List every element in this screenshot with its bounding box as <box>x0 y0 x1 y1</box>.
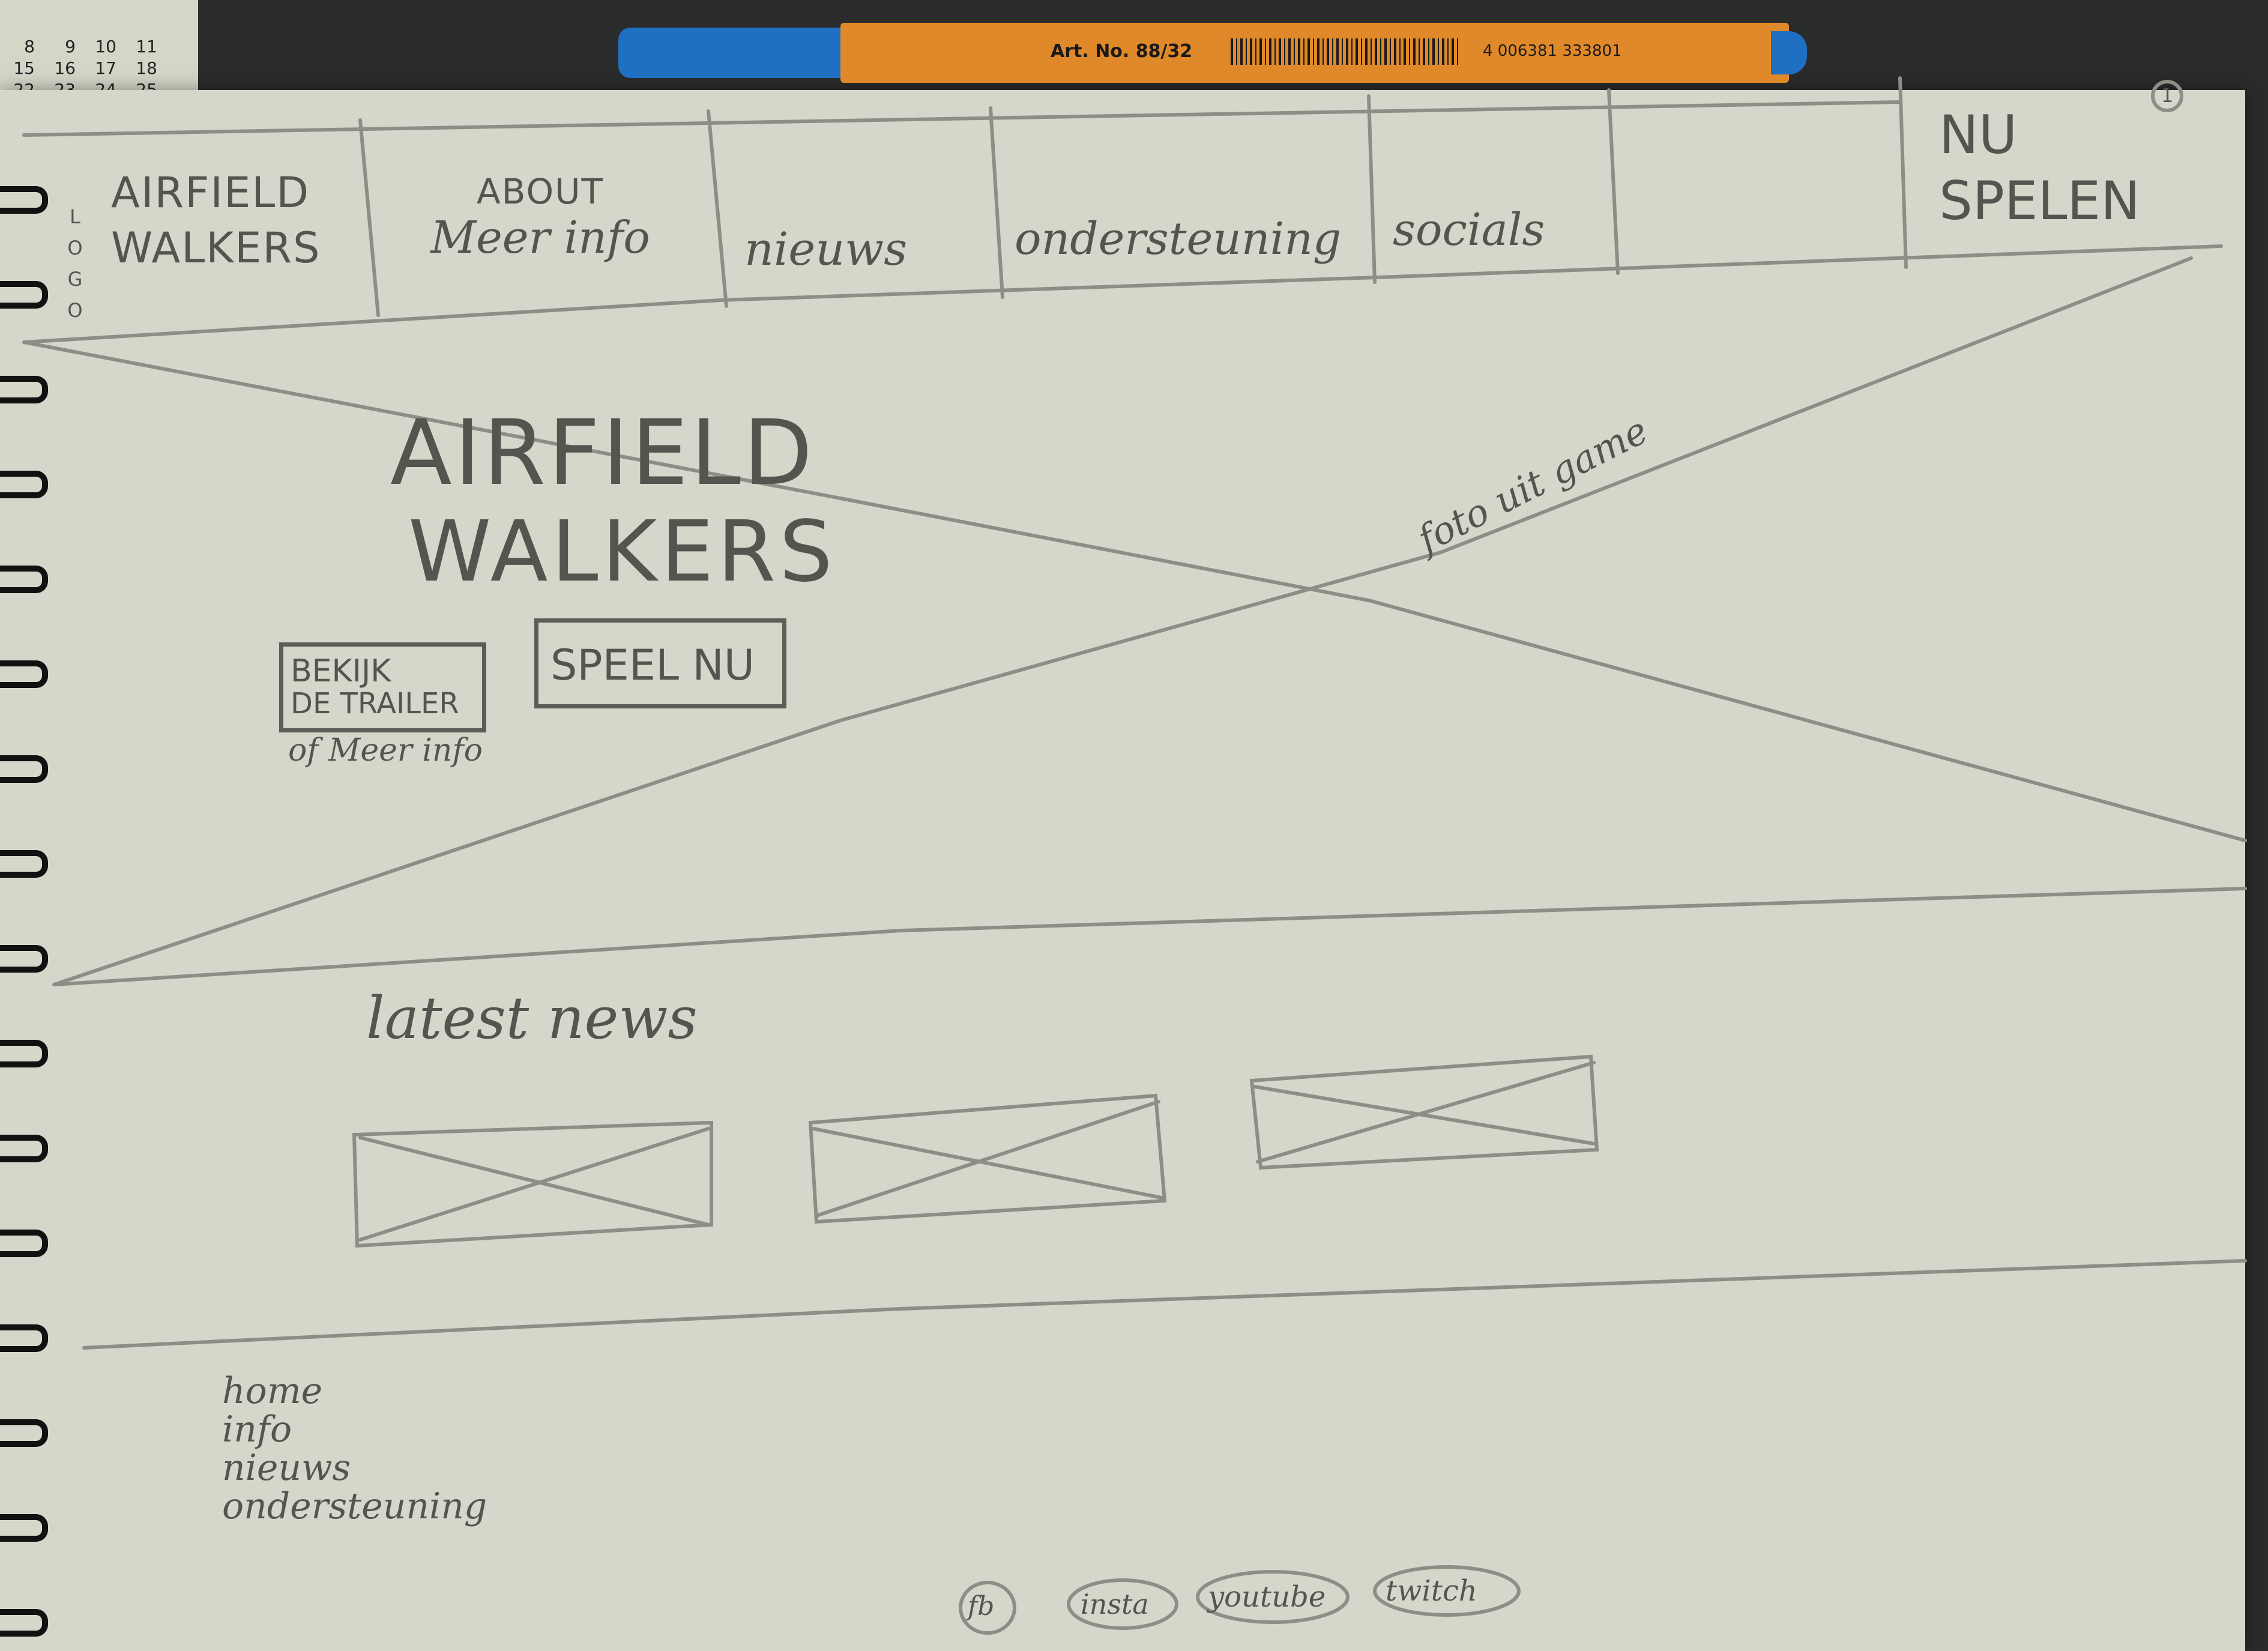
hero-title-line2: WALKERS <box>408 503 836 601</box>
trailer-button[interactable]: BEKIJK DE TRAILER <box>279 642 486 732</box>
logo-letter: L <box>70 205 80 228</box>
footer-social-insta[interactable]: insta <box>1081 1588 1149 1620</box>
pen: Art. No. 88/32 4 006381 333801 <box>618 23 1807 83</box>
more-info-link[interactable]: of Meer info <box>288 732 483 768</box>
sketch-paper <box>0 90 2245 1651</box>
pen-barcode-number: 4 006381 333801 <box>1483 42 1622 60</box>
spiral-ring <box>0 471 48 498</box>
nav-divider <box>358 118 380 317</box>
nav-brand-line2: WALKERS <box>111 223 321 273</box>
footer-social-fb[interactable]: fb <box>968 1591 995 1622</box>
nav-item-news[interactable]: nieuws <box>744 222 908 276</box>
nav-cta-play[interactable]: NU SPELEN <box>1939 102 2140 234</box>
social-circle <box>1196 1570 1350 1624</box>
logo-letter: G <box>67 268 83 291</box>
footer-social-twitch[interactable]: twitch <box>1386 1574 1477 1608</box>
news-card-frame <box>352 1120 713 1248</box>
play-now-button[interactable]: SPEEL NU <box>534 618 786 708</box>
page-number-circle <box>2151 80 2183 112</box>
nav-item-about[interactable]: ABOUT Meer info <box>414 171 666 264</box>
spiral-ring <box>0 1419 48 1447</box>
spiral-ring <box>0 1135 48 1162</box>
hero-bottom-line <box>52 887 2247 986</box>
nav-logo[interactable]: L O G O <box>63 201 87 326</box>
spiral-ring <box>0 281 48 309</box>
nav-item-support[interactable]: ondersteuning <box>1015 213 1342 265</box>
pen-article-label: Art. No. 88/32 <box>1051 41 1193 62</box>
nav-divider <box>1898 76 1908 269</box>
play-now-label: SPEEL NU <box>550 641 755 690</box>
hero-cross-line <box>52 256 2193 986</box>
spiral-ring <box>0 660 48 688</box>
spiral-ring <box>0 566 48 593</box>
pen-cap <box>618 28 846 78</box>
trailer-button-line2: DE TRAILER <box>291 687 459 720</box>
nav-about-label: ABOUT <box>477 171 604 212</box>
nav-divider <box>707 109 728 308</box>
spiral-ring <box>0 945 48 973</box>
news-card-cross <box>1253 1061 1596 1164</box>
news-card-cross <box>812 1100 1163 1218</box>
spiral-ring <box>0 755 48 783</box>
news-card-frame <box>1249 1054 1599 1170</box>
spiral-ring <box>0 376 48 403</box>
hero-cross-line <box>22 340 2247 842</box>
logo-letter: O <box>67 299 83 322</box>
pen-tip <box>1771 31 1807 74</box>
nav-item-socials[interactable]: socials <box>1393 204 1545 256</box>
footer-link-info[interactable]: info <box>222 1408 292 1450</box>
nav-about-sub: Meer info <box>430 212 650 264</box>
footer-links: home info nieuws ondersteuning <box>222 1372 487 1526</box>
social-circle <box>1373 1565 1521 1617</box>
social-circle <box>1067 1578 1178 1630</box>
nav-cta-line1: NU <box>1939 104 2018 166</box>
nav-divider <box>1607 88 1620 275</box>
hero-title-line1: AIRFIELD <box>390 401 815 506</box>
footer-divider <box>82 1259 2247 1350</box>
nav-divider <box>1367 94 1377 284</box>
spiral-ring <box>0 1230 48 1257</box>
spiral-ring <box>0 1324 48 1352</box>
nav-brand[interactable]: AIRFIELD WALKERS <box>111 165 321 276</box>
spiral-binding <box>0 90 66 1651</box>
social-circle <box>959 1581 1016 1635</box>
spiral-ring <box>0 1514 48 1542</box>
logo-letter: O <box>67 237 83 259</box>
nav-cta-line2: SPELEN <box>1939 170 2140 232</box>
pen-barcode <box>1231 38 1459 65</box>
spiral-ring <box>0 1040 48 1067</box>
nav-top-line <box>22 100 1902 137</box>
nav-bottom-line <box>22 244 2223 344</box>
news-heading: latest news <box>366 985 698 1052</box>
spiral-ring <box>0 186 48 214</box>
spiral-ring <box>0 850 48 878</box>
trailer-button-line1: BEKIJK <box>291 653 391 689</box>
page-number: 1 <box>2161 84 2174 107</box>
footer-link-support[interactable]: ondersteuning <box>222 1485 487 1527</box>
nav-brand-line1: AIRFIELD <box>111 168 310 217</box>
footer-link-news[interactable]: nieuws <box>222 1447 351 1489</box>
footer-link-home[interactable]: home <box>222 1370 323 1412</box>
spiral-ring <box>0 1609 48 1637</box>
hero-title: AIRFIELD WALKERS <box>390 402 836 600</box>
news-card-cross <box>358 1127 710 1242</box>
news-card-frame <box>808 1093 1167 1224</box>
footer-social-youtube[interactable]: youtube <box>1208 1580 1326 1614</box>
nav-divider <box>989 106 1004 299</box>
